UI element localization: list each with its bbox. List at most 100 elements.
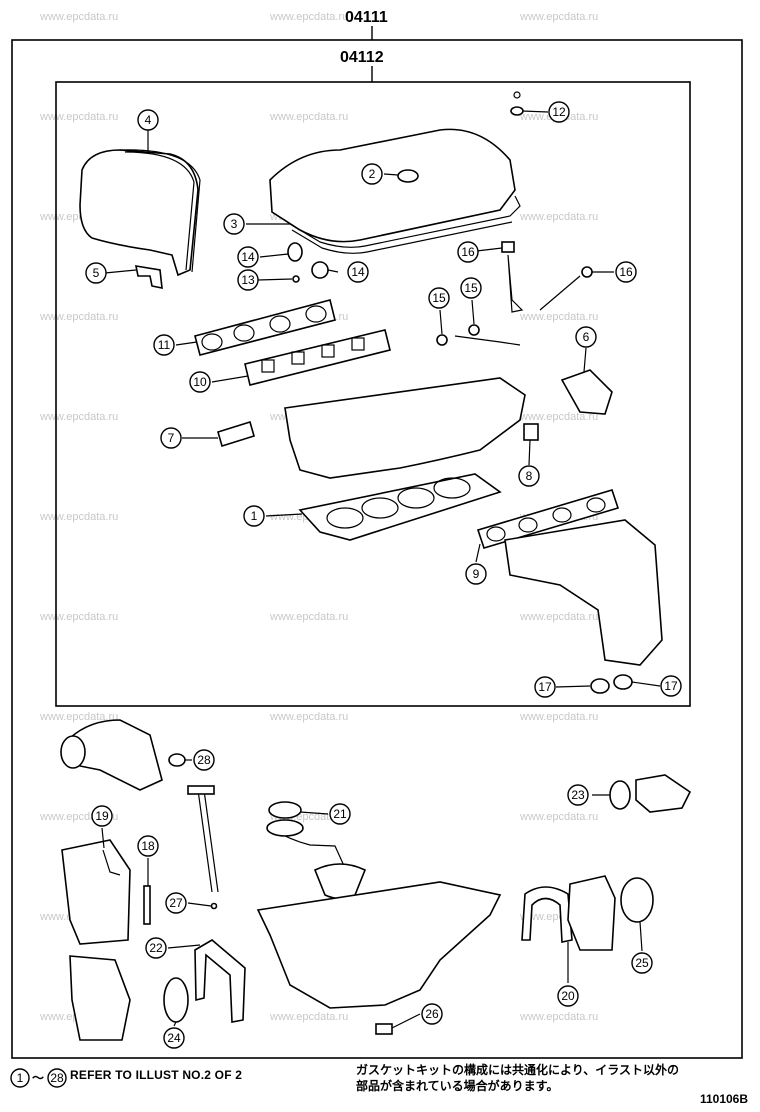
watermark-text: www.epcdata.ru [519,711,598,723]
callout-label: 17 [664,679,678,693]
callout-22: 22 [145,937,167,959]
footer-reference-note: REFER TO ILLUST NO.2 OF 2 [70,1068,242,1082]
watermark-text: www.epcdata.ru [39,511,118,523]
callout-28: 28 [193,749,215,771]
ring-17a [590,678,610,694]
watermark-text: www.epcdata.ru [269,711,348,723]
callout-label: 10 [193,375,207,389]
callout-14: 14 [237,246,259,268]
watermark-text: www.epcdata.ru [39,711,118,723]
callout-label: 6 [583,330,590,344]
callout-label: 9 [473,567,480,581]
callout-1: 1 [243,505,265,527]
bolt-18 [143,885,151,925]
footer-ref-start: 1 [17,1071,24,1085]
callout-23: 23 [567,784,589,806]
callout-label: 24 [167,1031,181,1045]
watermark-text: www.epcdata.ru [519,211,598,223]
watermark-text: www.epcdata.ru [519,411,598,423]
footer-ref-sep: 〜 [32,1071,44,1085]
callout-2: 2 [361,163,383,185]
callout-label: 15 [432,291,446,305]
watermark-text: www.epcdata.ru [519,811,598,823]
footer-ref-text: REFER TO ILLUST NO.2 OF 2 [70,1068,243,1082]
seal-14b [311,261,329,279]
callout-17: 17 [534,676,556,698]
retainer-gasket-20 [521,886,573,943]
callout-label: 22 [149,941,163,955]
inner-part-number: 04112 [340,49,384,66]
callout-label: 8 [526,469,533,483]
callout-label: 25 [635,956,649,970]
water-outlet-gasket [560,369,613,415]
callout-5: 5 [85,262,107,284]
watermark-text: www.epcdata.ru [269,11,348,23]
callout-11: 11 [153,334,175,356]
callout-label: 11 [158,338,171,352]
outer-part-number: 04111 [345,9,388,26]
watermark-text: www.epcdata.ru [39,311,118,323]
watermark-text: www.epcdata.ru [519,611,598,623]
callout-label: 26 [425,1007,439,1021]
ring-17b [613,674,633,690]
callout-label: 2 [369,167,376,181]
callout-label: 3 [231,217,238,231]
manifold-gasket-10 [244,329,391,386]
callout-label: 21 [333,807,347,821]
callout-label: 17 [538,680,552,694]
watermark-text: www.epcdata.ru [39,11,118,23]
head-cover-gasket [269,128,521,254]
watermark-text: www.epcdata.ru [269,611,348,623]
callout-14: 14 [347,261,369,283]
valve-16a [507,254,524,313]
outer-kit-frame [11,39,743,1059]
exhaust-manifold [504,519,663,666]
watermark-text: www.epcdata.ru [519,311,598,323]
callout-label: 18 [141,839,155,853]
bracket-gasket [134,265,163,289]
callout-label: 7 [168,431,175,445]
small-gasket-7 [217,420,255,448]
callout-label: 14 [241,250,255,264]
exhaust-manifold-gasket [476,489,620,549]
dipstick-guide [197,789,213,893]
o-ring-13 [292,275,300,283]
japanese-note-line-2: 部品が含まれている場合があります。 [356,1079,559,1093]
illustration-code: 110106B [699,1092,748,1106]
rear-oil-seal-25 [620,877,654,923]
callout-label: 4 [145,113,152,127]
callout-10: 10 [189,371,211,393]
callout-26: 26 [421,1003,443,1025]
gasket-15b [468,324,480,336]
callout-21: 21 [329,803,351,825]
oil-pan [256,881,502,1009]
oil-seal-24 [163,977,189,1023]
rear-seal-retainer [567,875,616,951]
inner-kit-frame [55,81,691,707]
footer-japanese-note: ガスケットキットの構成には共通化により、イラスト以外の 部品が含まれている場合が… [356,1062,756,1094]
callout-27: 27 [165,892,187,914]
callout-label: 28 [197,753,211,767]
callout-label: 16 [461,245,475,259]
callout-24: 24 [163,1027,185,1049]
footer-ref: 1 28 〜 [10,1068,67,1088]
callout-12: 12 [548,101,570,123]
watermark-text: www.epcdata.ru [519,11,598,23]
callout-label: 20 [561,989,575,1003]
callout-18: 18 [137,835,159,857]
callout-17: 17 [660,675,682,697]
callout-label: 5 [93,266,100,280]
water-pump [69,719,163,791]
sleeve-8 [523,423,539,441]
watermark-text: www.epcdata.ru [269,1011,348,1023]
seal-23 [609,780,631,810]
japanese-note-line-1: ガスケットキットの構成には共通化により、イラスト以外の [356,1063,680,1077]
gasket-22 [194,939,246,1023]
leader-lines [101,110,661,1029]
callout-8: 8 [518,465,540,487]
o-ring-28 [168,753,186,767]
drain-gasket-26 [375,1023,393,1035]
gasket-15a [436,334,448,346]
callout-label: 16 [619,265,633,279]
